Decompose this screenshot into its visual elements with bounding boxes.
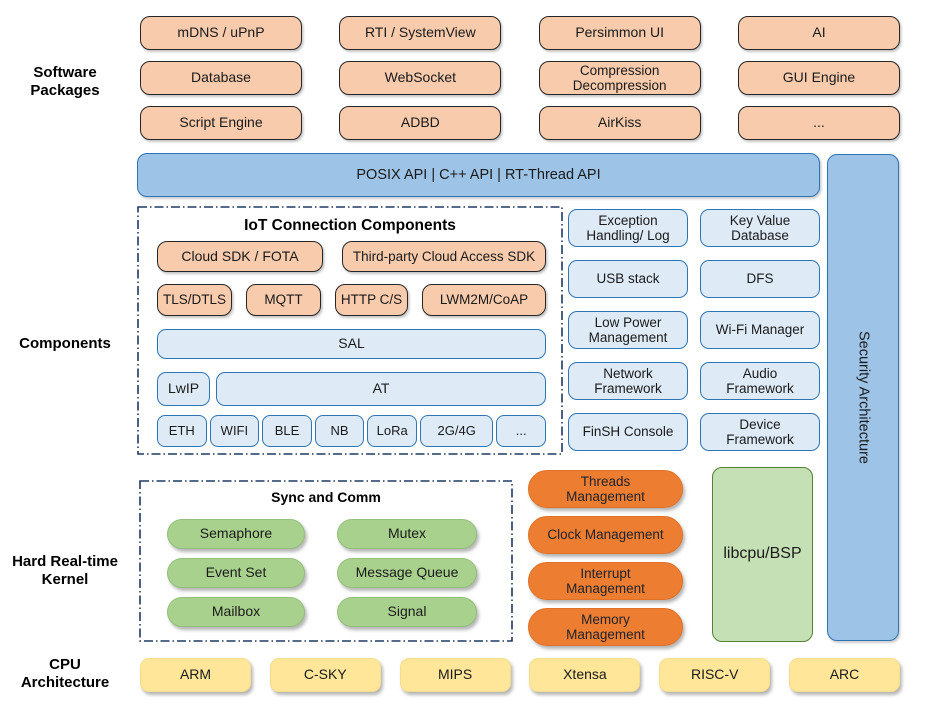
iot-link-nb: NB	[314, 415, 365, 447]
svc-usb-stack: USB stack	[568, 260, 688, 298]
iot-link-eth: ETH	[157, 415, 207, 447]
iot-link-more: ...	[496, 415, 546, 447]
iot-link-wifi: WIFI	[209, 415, 260, 447]
kernel-management-stack: Threads Management Clock Management Inte…	[528, 470, 683, 646]
svc-finsh-console: FinSH Console	[568, 413, 688, 451]
iot-lwm2m-coap: LWM2M/CoAP	[422, 284, 546, 316]
kernel-interrupt-management: Interrupt Management	[528, 562, 683, 600]
sync-box-content: Semaphore Mutex Event Set Message Queue …	[167, 519, 477, 627]
package-ai: AI	[737, 16, 900, 50]
package-airkiss: AirKiss	[538, 106, 701, 140]
kernel-threads-management: Threads Management	[528, 470, 683, 508]
iot-link-ble: BLE	[262, 415, 312, 447]
cpu-mips: MIPS	[399, 658, 511, 692]
cpu-arc: ARC	[788, 658, 900, 692]
security-architecture-bar: Security Architecture	[827, 154, 899, 641]
package-script-engine: Script Engine	[140, 106, 302, 140]
svc-network-framework: Network Framework	[568, 362, 688, 400]
sync-mutex: Mutex	[337, 519, 477, 549]
package-persimmon-ui: Persimmon UI	[538, 16, 701, 50]
iot-at: AT	[216, 372, 546, 406]
kernel-memory-management: Memory Management	[528, 608, 683, 646]
api-bar: POSIX API | C++ API | RT-Thread API	[137, 153, 820, 197]
iot-cloud-sdk-fota: Cloud SDK / FOTA	[157, 241, 323, 272]
cpu-risc-v: RISC-V	[659, 658, 771, 692]
sync-and-comm-box: Sync and Comm Semaphore Mutex Event Set …	[139, 480, 513, 642]
svc-key-value-database: Key Value Database	[700, 209, 820, 247]
iot-mqtt: MQTT	[246, 284, 321, 316]
iot-sal: SAL	[157, 329, 546, 359]
package-compression: Compression Decompression	[538, 61, 701, 95]
sync-message-queue: Message Queue	[337, 558, 477, 588]
label-cpu-architecture: CPU Architecture	[20, 656, 110, 691]
sync-event-set: Event Set	[167, 558, 305, 588]
package-adbd: ADBD	[339, 106, 502, 140]
svc-dfs: DFS	[700, 260, 820, 298]
package-gui-engine: GUI Engine	[737, 61, 900, 95]
svc-wifi-manager: Wi-Fi Manager	[700, 311, 820, 349]
package-database: Database	[140, 61, 302, 95]
software-packages-grid: mDNS / uPnP RTI / SystemView Persimmon U…	[140, 16, 900, 140]
cpu-architecture-row: ARM C-SKY MIPS Xtensa RISC-V ARC	[140, 658, 900, 692]
iot-lwip: LwIP	[157, 372, 210, 406]
sync-mailbox: Mailbox	[167, 597, 305, 627]
kernel-clock-management: Clock Management	[528, 516, 683, 554]
package-websocket: WebSocket	[339, 61, 502, 95]
iot-tls-dtls: TLS/DTLS	[157, 284, 232, 316]
iot-connection-components-box: IoT Connection Components Cloud SDK / FO…	[137, 206, 563, 455]
cpu-c-sky: C-SKY	[269, 658, 381, 692]
svc-exception-handling-log: Exception Handling/ Log	[568, 209, 688, 247]
sync-semaphore: Semaphore	[167, 519, 305, 549]
libcpu-bsp-box: libcpu/BSP	[712, 467, 813, 642]
package-more: ...	[737, 106, 900, 140]
package-rti-systemview: RTI / SystemView	[339, 16, 502, 50]
component-services-grid: Exception Handling/ Log Key Value Databa…	[568, 209, 820, 451]
sync-signal: Signal	[337, 597, 477, 627]
iot-link-2g4g: 2G/4G	[419, 415, 494, 447]
cpu-xtensa: Xtensa	[529, 658, 641, 692]
iot-box-title: IoT Connection Components	[244, 217, 456, 234]
sync-box-title: Sync and Comm	[271, 489, 381, 505]
svc-audio-framework: Audio Framework	[700, 362, 820, 400]
svc-low-power-management: Low Power Management	[568, 311, 688, 349]
iot-thirdparty-cloud-sdk: Third-party Cloud Access SDK	[342, 241, 546, 272]
iot-box-content: Cloud SDK / FOTA Third-party Cloud Acces…	[157, 241, 546, 447]
label-software-packages: Software Packages	[30, 64, 100, 99]
package-mdns-upnp: mDNS / uPnP	[140, 16, 302, 50]
cpu-arm: ARM	[140, 658, 251, 692]
iot-link-lora: LoRa	[367, 415, 417, 447]
iot-http-cs: HTTP C/S	[335, 284, 408, 316]
label-hard-realtime-kernel: Hard Real-time Kernel	[12, 553, 118, 588]
label-components: Components	[19, 335, 111, 352]
svc-device-framework: Device Framework	[700, 413, 820, 451]
